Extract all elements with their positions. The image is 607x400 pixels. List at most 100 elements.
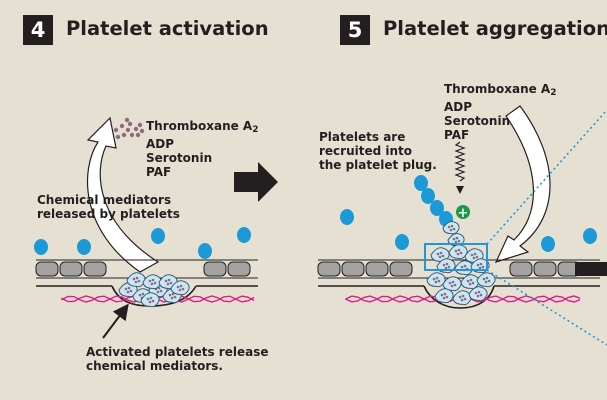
granule: [447, 225, 451, 229]
endothelial-cell: [365, 261, 389, 277]
platelet-body: [426, 272, 446, 288]
mediator-serotonin-5: Serotonin: [444, 114, 511, 128]
granule: [459, 251, 463, 255]
mediator-dot: [137, 122, 143, 128]
granule: [463, 264, 467, 268]
granule: [442, 263, 446, 267]
endothelial-cell-dark: [575, 262, 607, 276]
step-number-4: 4: [23, 15, 53, 45]
activated-label: Activated platelets release chemical med…: [86, 345, 268, 373]
granule: [476, 294, 480, 298]
granule: [470, 253, 474, 257]
blood-cell: [541, 236, 555, 252]
granule: [458, 295, 462, 299]
recruited-label-line-2: recruited into: [319, 144, 413, 158]
granule: [473, 252, 477, 256]
blood-cell: [430, 200, 444, 216]
platelet-body: [430, 247, 450, 263]
granule: [134, 280, 138, 284]
endothelial-cell: [509, 261, 533, 277]
granule: [478, 266, 482, 270]
granule: [150, 282, 154, 286]
granule: [477, 290, 481, 294]
granule: [159, 289, 163, 293]
granule: [171, 292, 175, 296]
activated-label-line-2: chemical mediators.: [86, 359, 223, 373]
panel-title-activation: Platelet activation: [66, 17, 269, 40]
blood-cell: [340, 209, 354, 225]
endothelial-cell: [203, 261, 227, 277]
panel-title-aggregation: Platelet aggregation: [383, 17, 607, 40]
activated-platelets: [118, 272, 190, 308]
granule: [481, 265, 485, 269]
platelet-body: [460, 274, 480, 290]
platelet-body: [434, 288, 454, 304]
endothelial-cell: [35, 261, 59, 277]
granule: [445, 295, 449, 299]
platelet: [170, 280, 190, 296]
granule: [181, 287, 185, 291]
platelet-body: [448, 244, 468, 260]
platelet-body: [126, 272, 146, 288]
activated-label-line-1: Activated platelets release: [86, 345, 269, 359]
granule: [170, 296, 174, 300]
squiggle-arrowhead: [456, 186, 464, 194]
platelet: [442, 276, 462, 292]
granule: [146, 297, 150, 301]
platelet: [142, 274, 162, 290]
granule: [176, 285, 180, 289]
granule: [476, 263, 480, 267]
mediator-serotonin: Serotonin: [146, 151, 213, 165]
granule: [449, 228, 453, 232]
granule: [437, 279, 441, 283]
platelet: [126, 272, 146, 288]
granule: [153, 281, 157, 285]
platelet: [442, 221, 460, 235]
granule: [460, 265, 464, 269]
panel-transition-arrow: [234, 162, 278, 202]
recruited-label-line-1: Platelets are: [319, 130, 406, 144]
mediator-dot: [127, 121, 133, 127]
granule: [448, 281, 452, 285]
granule: [135, 276, 139, 280]
recruited-label-line-3: the platelet plug.: [319, 158, 437, 172]
granule: [485, 276, 489, 280]
granule: [469, 278, 473, 282]
mediator-dots-cluster: [113, 117, 145, 140]
blood-cell: [421, 188, 435, 204]
platelet-body: [140, 292, 160, 308]
mediator-dot: [113, 127, 119, 133]
granule: [455, 236, 459, 240]
granule: [479, 293, 483, 297]
blood-cell: [151, 228, 165, 244]
blood-cells: [34, 227, 251, 259]
endothelial-cell: [389, 261, 413, 277]
granule: [466, 279, 470, 283]
granule: [472, 256, 476, 260]
granule: [457, 248, 461, 252]
platelet: [434, 288, 454, 304]
endothelium-layer-5: [317, 259, 607, 309]
blood-cell: [77, 239, 91, 255]
granule: [156, 290, 160, 294]
recruited-label: Platelets are recruited into the platele…: [319, 130, 437, 172]
plus-sign: +: [458, 206, 469, 221]
granule: [487, 279, 491, 283]
blood-cells-5: [340, 209, 597, 252]
platelet: [430, 247, 450, 263]
granule: [169, 281, 173, 285]
granule: [451, 280, 455, 284]
granule: [457, 239, 461, 243]
mediator-paf-5: PAF: [444, 128, 470, 142]
mediator-list-5: Thromboxane A2 ADP Serotonin PAF: [444, 82, 556, 142]
mediator-dot: [119, 123, 125, 129]
granule: [474, 291, 478, 295]
pointer-arrow: [102, 303, 129, 339]
platelet-body: [476, 272, 496, 288]
granule: [441, 254, 445, 258]
platelet: [448, 244, 468, 260]
granule: [138, 293, 142, 297]
endothelial-cell: [533, 261, 557, 277]
granule: [460, 298, 464, 302]
